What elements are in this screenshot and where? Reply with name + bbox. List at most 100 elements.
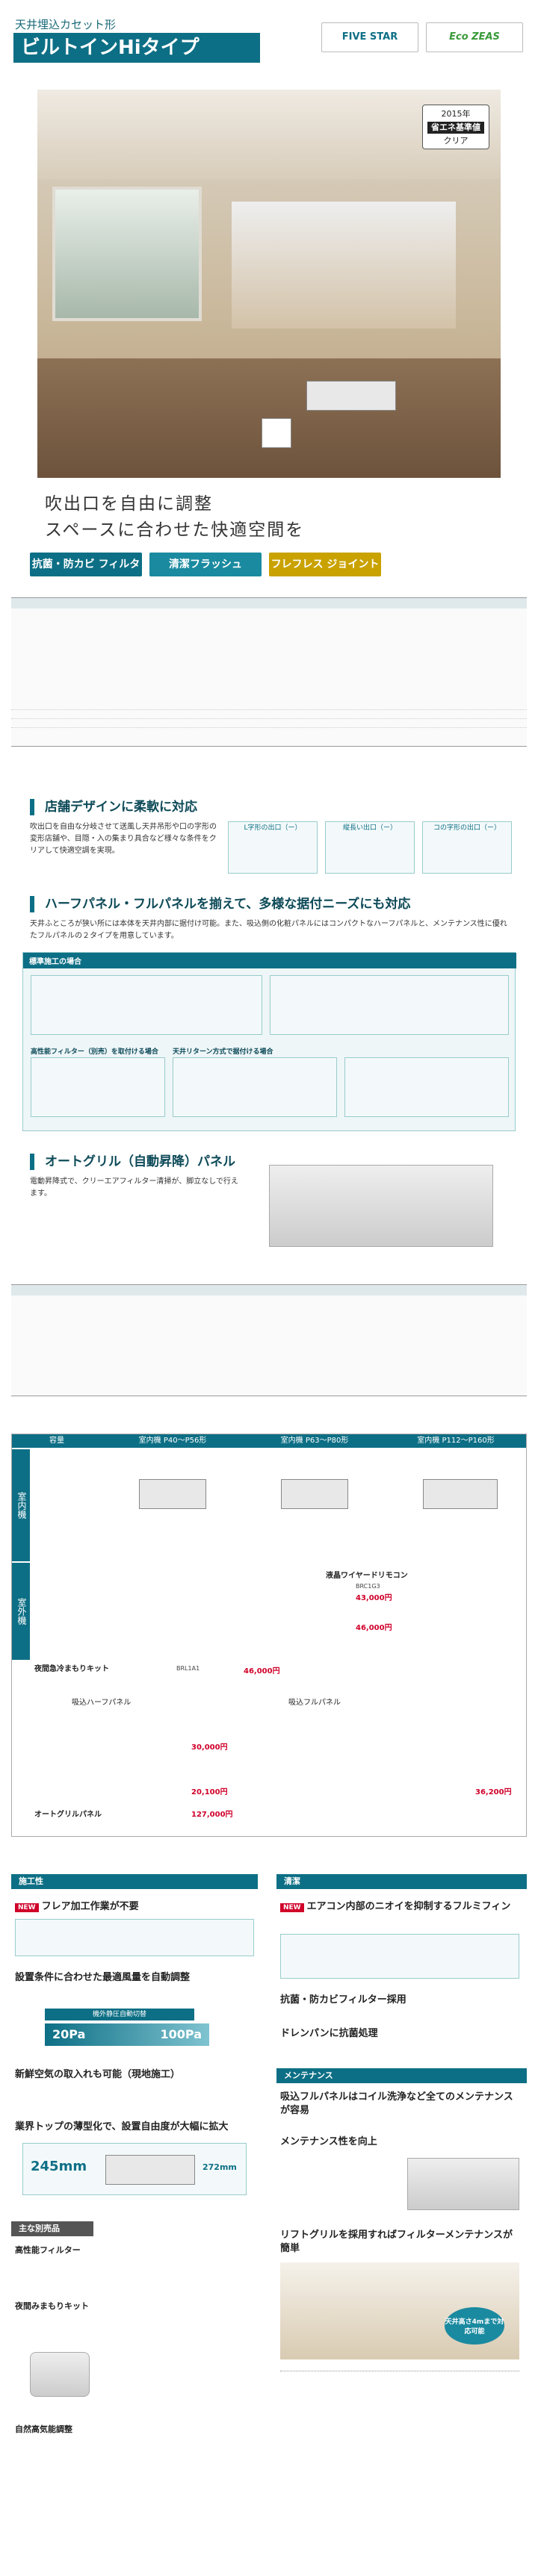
panel-fig-2 [270, 975, 509, 1035]
full-panel-heading: 吸込フルパネルはコイル洗浄など全てのメンテナンスが容易 [280, 2091, 513, 2116]
panel-fig-4 [173, 1057, 337, 1117]
panel-fig-3 [31, 1057, 165, 1117]
price-b: 20,100円 [191, 1788, 228, 1796]
shop-fig-3: コの字形の出口（ー） [422, 821, 512, 874]
price-c: 127,000円 [191, 1811, 233, 1819]
clean-bar: 清潔 [276, 1874, 527, 1889]
interior-image [232, 202, 456, 329]
indoor-unit-p112 [423, 1479, 498, 1509]
table-head-p63: 室内機 P63〜P80形 [244, 1434, 386, 1448]
catch-line1: 吹出口を自由に調整 [45, 494, 213, 514]
remote-price-2: 46,000円 [356, 1624, 392, 1632]
spec-row [11, 721, 527, 728]
outlet-image [262, 418, 291, 448]
product-table: 容量 室内機 P40〜P56形 室内機 P63〜P80形 室内機 P112〜P1… [11, 1434, 527, 1837]
indoor-unit-p63 [281, 1479, 348, 1509]
flare-fig [15, 1919, 254, 1956]
airflow-heading: 設置条件に合わせた最適風量を自動調整 [15, 1972, 191, 1983]
panel-full-title: 吸込フルパネル [288, 1699, 341, 1707]
spec-band [11, 1285, 527, 1295]
thin-height-b: 272mm [202, 2162, 237, 2172]
table-head-capacity: 容量 [12, 1434, 102, 1448]
option-natural: 自然高気能調整 [15, 2424, 72, 2434]
panel-fig-1 [31, 975, 262, 1035]
five-star-logo: FIVE STAR [321, 22, 418, 52]
thin-heading: 業界トップの薄型化で、設置自由度が大幅に拡大 [15, 2121, 229, 2132]
feature-joint: フレフレス ジョイント [269, 553, 381, 576]
panel-heading: ハーフパネル・フルパネルを揃えて、多様な据付ニーズにも対応 [30, 896, 410, 912]
eco-line1: 省エネ基準値 [427, 122, 484, 134]
price-a: 30,000円 [191, 1743, 228, 1752]
maint-up-heading: メンテナンス性を向上 [280, 2136, 377, 2147]
grille-body: 電動昇降式で、クリーエアフィルター清掃が、脚立なしで行えます。 [30, 1177, 238, 1198]
spec-matrix [11, 597, 527, 747]
thin-fig: 245mm 272mm [22, 2143, 247, 2195]
airflow-range: 20Pa 100Pa [45, 2023, 209, 2046]
lift-photo: 天井高さ4mまで対応可能 [280, 2262, 519, 2359]
remote-code: BRC1G3 [356, 1583, 380, 1590]
fin-fig [280, 1934, 519, 1979]
page-title: ビルトインHiタイプ [13, 33, 260, 63]
indoor-unit-p40 [139, 1479, 206, 1509]
shop-heading: 店舗デザインに柔軟に対応 [30, 799, 197, 815]
eco-line2: クリア [443, 136, 469, 146]
shop-fig-2: 縦長い出口（ー） [325, 821, 415, 874]
panel-body: 天井ふところが狭い所には本体を天井内部に据付け可能。また、吸込側の化粧パネルには… [30, 920, 507, 940]
price-d: 36,200円 [475, 1788, 512, 1796]
lamp-price: 46,000円 [244, 1667, 280, 1676]
spec-row [11, 712, 527, 719]
eco-badge: 2015年 省エネ基準値 クリア [422, 105, 489, 149]
table-head-p40: 室内機 P40〜P56形 [102, 1434, 244, 1448]
maint-image [407, 2158, 519, 2210]
shop-fig-3-label: コの字形の出口（ー） [433, 824, 501, 832]
thin-height-a: 245mm [31, 2159, 87, 2174]
shop-body: 吹出口を自由な分岐させて送風し天井吊形や口の字形の変形店舗や、目隠・入の集まり具… [30, 823, 217, 855]
category-label: 天井埋込カセット形 [15, 18, 117, 31]
table-head-p112: 室内機 P112〜P160形 [386, 1434, 526, 1448]
fresh-air-heading: 新鮮空気の取入れも可能（現地施工） [15, 2069, 181, 2080]
grille-heading: オートグリル（自動昇降）パネル [30, 1154, 235, 1170]
grille-image [269, 1165, 493, 1247]
kit-image [30, 2352, 90, 2397]
page-header: 天井埋込カセット形 ビルトインHiタイプ FIVE STAR Eco ZEAS [0, 0, 538, 82]
shop-fig-1: L字形の出口（ー） [228, 821, 318, 874]
panel-band: 標準施工の場合 [23, 953, 516, 968]
flare-text: フレア加工作業が不要 [41, 1901, 139, 1912]
lamp-code: BRL1A1 [176, 1665, 200, 1672]
spec-band [11, 598, 527, 609]
remote-title: 液晶ワイヤードリモコン [326, 1572, 408, 1580]
catch-line2: スペースに合わせた快適空間を [45, 520, 305, 540]
lift-heading: リフトグリルを採用すればフィルターメンテナンスが簡単 [280, 2230, 513, 2254]
indoor-unit-image [306, 381, 396, 411]
feature-clean: 清潔フラッシュ [149, 553, 262, 576]
fin-text: エアコン内部のニオイを抑制するフルミフィン [306, 1901, 511, 1912]
spec-row [11, 703, 527, 710]
shop-fig-2-label: 縦長い出口（ー） [342, 824, 397, 832]
panel-grille-title: オートグリルパネル [34, 1811, 102, 1819]
drain-heading: ドレンパンに抗菌処理 [280, 2028, 378, 2039]
panel-tag-2: 天井リターン方式で据付ける場合 [173, 1048, 273, 1056]
spec-matrix-2 [11, 1284, 527, 1396]
panel-half-title: 吸込ハーフパネル [72, 1699, 132, 1707]
filter-heading: 抗菌・防カビフィルター採用 [280, 1994, 406, 2006]
option-filter: 高性能フィルター [15, 2245, 81, 2255]
shop-fig-1-label: L字形の出口（ー） [244, 824, 302, 832]
airflow-min: 20Pa [52, 2027, 86, 2041]
thin-unit-image [105, 2155, 195, 2185]
table-side-indoor: 室内機 [12, 1449, 30, 1561]
table-side-outdoor: 室外機 [12, 1563, 30, 1660]
panel-fig-5 [344, 1057, 509, 1117]
notes-block [280, 2371, 519, 2550]
option-kit: 夜間みまもりキット [15, 2301, 89, 2311]
airflow-label: 機外静圧自動切替 [45, 2009, 194, 2020]
panel-diagram: 標準施工の場合 高性能フィルター（別売）を取付ける場合 天井リターン方式で据付け… [22, 952, 516, 1131]
airflow-max: 100Pa [160, 2027, 202, 2041]
maintenance-bar: メンテナンス [276, 2068, 527, 2083]
construction-bar: 施工性 [11, 1874, 258, 1889]
eco-year: 2015年 [441, 109, 471, 119]
options-bar: 主な別売品 [11, 2221, 93, 2236]
eco-zeas-logo: Eco ZEAS [426, 22, 523, 52]
feature-filter: 抗菌・防カビ フィルター [30, 553, 142, 594]
